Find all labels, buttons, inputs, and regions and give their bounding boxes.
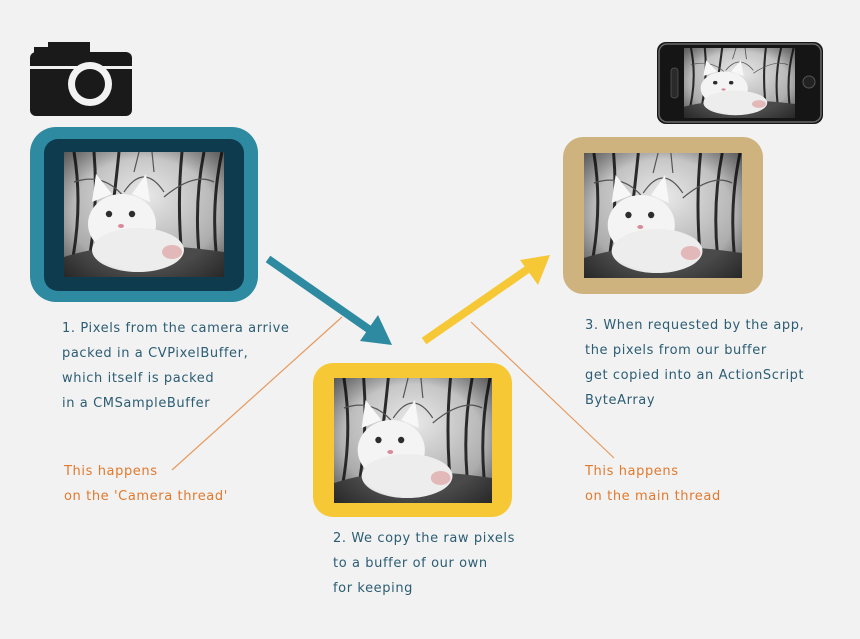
note-line: the pixels from our buffer: [585, 338, 804, 363]
note-line: This happens: [64, 459, 228, 484]
arrow-buffer-to-app: [424, 255, 550, 341]
step3-note: 3. When requested by the app, the pixels…: [585, 313, 804, 413]
note-line: in a CMSampleBuffer: [62, 391, 290, 416]
note-line: 3. When requested by the app,: [585, 313, 804, 338]
step2-note: 2. We copy the raw pixels to a buffer of…: [333, 526, 515, 601]
note-line: which itself is packed: [62, 366, 290, 391]
note-line: on the 'Camera thread': [64, 484, 228, 509]
note-line: 2. We copy the raw pixels: [333, 526, 515, 551]
thread-main-note: This happens on the main thread: [585, 459, 721, 509]
note-line: on the main thread: [585, 484, 721, 509]
note-line: 1. Pixels from the camera arrive: [62, 316, 290, 341]
note-line: packed in a CVPixelBuffer,: [62, 341, 290, 366]
thread-camera-note: This happens on the 'Camera thread': [64, 459, 228, 509]
note-line: for keeping: [333, 576, 515, 601]
note-line: get copied into an ActionScript: [585, 363, 804, 388]
note-line: This happens: [585, 459, 721, 484]
note-line: to a buffer of our own: [333, 551, 515, 576]
step1-note: 1. Pixels from the camera arrive packed …: [62, 316, 290, 416]
note-line: ByteArray: [585, 388, 804, 413]
